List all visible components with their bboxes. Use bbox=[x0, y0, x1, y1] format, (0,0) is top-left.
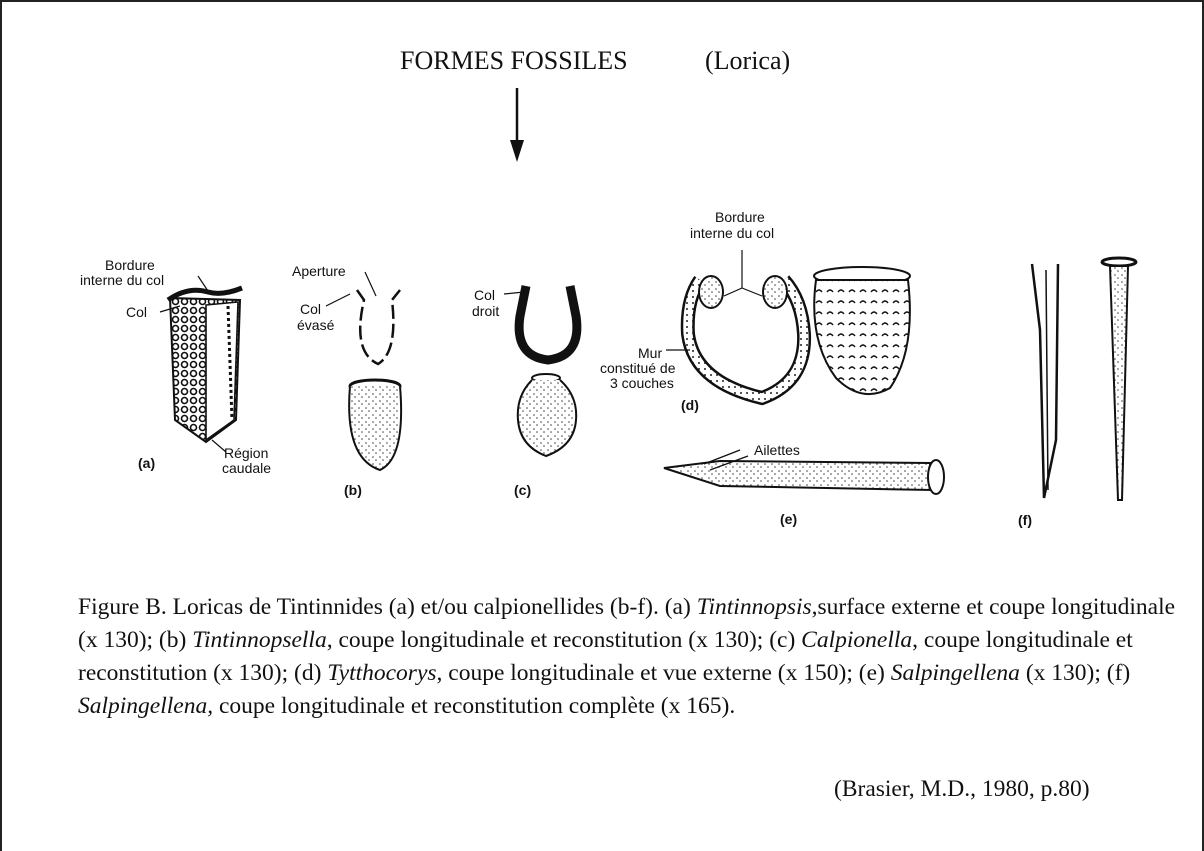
tag-f: (f) bbox=[1018, 512, 1032, 528]
caption-text: coupe longitudinale et reconstitution co… bbox=[213, 693, 735, 719]
caption-text: , coupe longitudinale et reconstitution … bbox=[327, 627, 801, 653]
down-arrow bbox=[510, 88, 524, 162]
caption-text: , coupe longitudinale et vue externe (x … bbox=[437, 660, 891, 686]
caption-genus: Calpionella bbox=[801, 627, 912, 653]
label-a-region: Région bbox=[224, 445, 268, 461]
label-b-evase: évasé bbox=[297, 317, 335, 333]
tag-e: (e) bbox=[780, 511, 797, 527]
caption-genus: Salpingellena bbox=[891, 660, 1020, 686]
caption-text: (x 130); (f) bbox=[1020, 660, 1130, 686]
label-d-couches: 3 couches bbox=[610, 375, 674, 391]
caption-genus: Tintinnopsis bbox=[697, 594, 812, 620]
label-a-interne: interne du col bbox=[80, 272, 164, 288]
label-a-caudale: caudale bbox=[222, 460, 271, 476]
figure-caption: Figure B. Loricas de Tintinnides (a) et/… bbox=[78, 591, 1188, 723]
label-c-droit: droit bbox=[472, 303, 499, 319]
specimen-d bbox=[666, 250, 910, 398]
specimen-e bbox=[664, 450, 944, 494]
label-b-aperture: Aperture bbox=[292, 263, 346, 279]
caption-genus: Salpingellena, bbox=[78, 693, 213, 719]
label-d-bordure: Bordure bbox=[715, 209, 765, 225]
tag-b: (b) bbox=[344, 482, 362, 498]
specimen-a bbox=[160, 276, 242, 452]
label-d-constitue: constitué de bbox=[600, 360, 676, 376]
label-d-interne: interne du col bbox=[690, 225, 774, 241]
label-e-ailettes: Ailettes bbox=[754, 442, 800, 458]
caption-genus: Tytthocorys bbox=[327, 660, 436, 686]
label-d-mur: Mur bbox=[638, 345, 662, 361]
caption-genus: Tintinnopsella bbox=[192, 627, 327, 653]
tag-d: (d) bbox=[681, 397, 699, 413]
label-c-col: Col bbox=[474, 287, 495, 303]
specimen-b bbox=[326, 272, 401, 470]
specimen-f bbox=[1032, 258, 1136, 500]
fossil-illustrations: Bordure interne du col Col Région caudal… bbox=[0, 0, 1204, 560]
label-a-col: Col bbox=[126, 304, 147, 320]
tag-a: (a) bbox=[138, 455, 155, 471]
source-citation: (Brasier, M.D., 1980, p.80) bbox=[834, 776, 1090, 803]
caption-text: Figure B. Loricas de Tintinnides (a) et/… bbox=[78, 594, 697, 620]
label-b-col: Col bbox=[300, 301, 321, 317]
specimen-c bbox=[504, 286, 577, 456]
label-a-bordure: Bordure bbox=[105, 257, 155, 273]
tag-c: (c) bbox=[514, 482, 531, 498]
